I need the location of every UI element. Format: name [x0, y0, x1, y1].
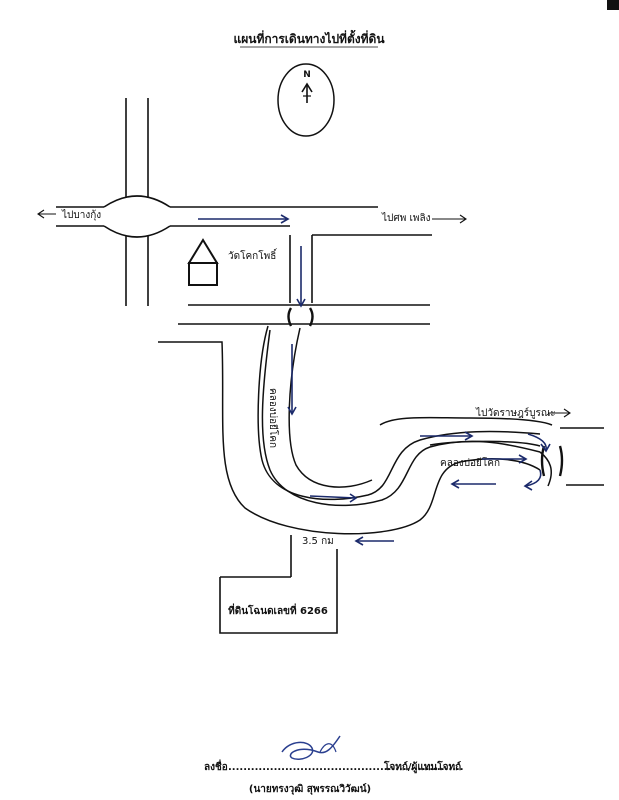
sign-suffix: โจทก์/ผู้แทนโจทก์ [383, 760, 461, 774]
sign-prefix: ลงชื่อ [204, 759, 228, 773]
canal-upper-bank [379, 416, 553, 426]
label-to-wat-rat: ไปวัดราษฎร์บูรณะ [475, 407, 556, 419]
arrow-canal-south [287, 344, 297, 416]
land-plot: ที่ดินโฉนดเลขที่ 6266 [219, 535, 338, 634]
canal-inner-bank [257, 325, 541, 501]
arrow-canal-west-2 [354, 536, 394, 546]
arrow-canal-u-turn [523, 433, 551, 491]
compass-ellipse [277, 63, 335, 137]
footer: ลงชื่อ .................................… [204, 735, 464, 795]
canal [158, 325, 553, 535]
arrow-east-wat [548, 408, 571, 418]
canal-bridge [540, 427, 604, 486]
route-arrows [198, 214, 551, 546]
canal-inner-vertical [288, 327, 373, 488]
map-title: แผนที่การเดินทางไปที่ตั้งที่ดิน [233, 29, 385, 46]
signer-name: (นายทรงวุฒิ สุพรรณวิวัฒน์) [249, 783, 371, 795]
signature-icon [281, 735, 341, 760]
road-arrows [37, 209, 571, 418]
label-to-east-road: ไปศพ เพลิง [381, 212, 431, 224]
compass-north-label: N [303, 70, 311, 80]
sign-dots: ........................................… [228, 762, 464, 773]
land-plot-label: ที่ดินโฉนดเลขที่ 6266 [228, 603, 328, 617]
arrow-canal-west-1 [450, 479, 496, 489]
canal-outer-bank [158, 341, 541, 535]
temple-label: วัดโคกโพธิ์ [228, 248, 278, 262]
scan-corner-mark [607, 0, 619, 10]
arrow-canal-east-1 [309, 493, 358, 503]
arrow-side-south [296, 246, 306, 308]
arrow-canal-east-3 [482, 454, 528, 464]
canal-horizontal-label: คลองบ่อยีโคก [440, 456, 500, 469]
north-arrow-icon [301, 82, 313, 103]
arrow-west [37, 209, 56, 219]
roads [56, 98, 432, 325]
canal-lower-bank [429, 440, 541, 447]
plot-outline [219, 577, 338, 634]
bridge-top-arc [103, 195, 171, 208]
arrow-main-east [198, 214, 290, 224]
canal-vertical-label: คลองบ่อยีโคก [267, 388, 280, 448]
temple-icon [187, 238, 219, 286]
arrow-east [432, 214, 467, 224]
bridge-mark-small [287, 307, 314, 327]
label-to-bang-kung: ไปบางกุ้ง [61, 209, 101, 221]
bridge-bottom-arc [103, 225, 171, 238]
arrow-canal-east-2 [420, 431, 474, 441]
distance-label: 3.5 กม [302, 536, 334, 547]
compass: N [277, 63, 335, 137]
